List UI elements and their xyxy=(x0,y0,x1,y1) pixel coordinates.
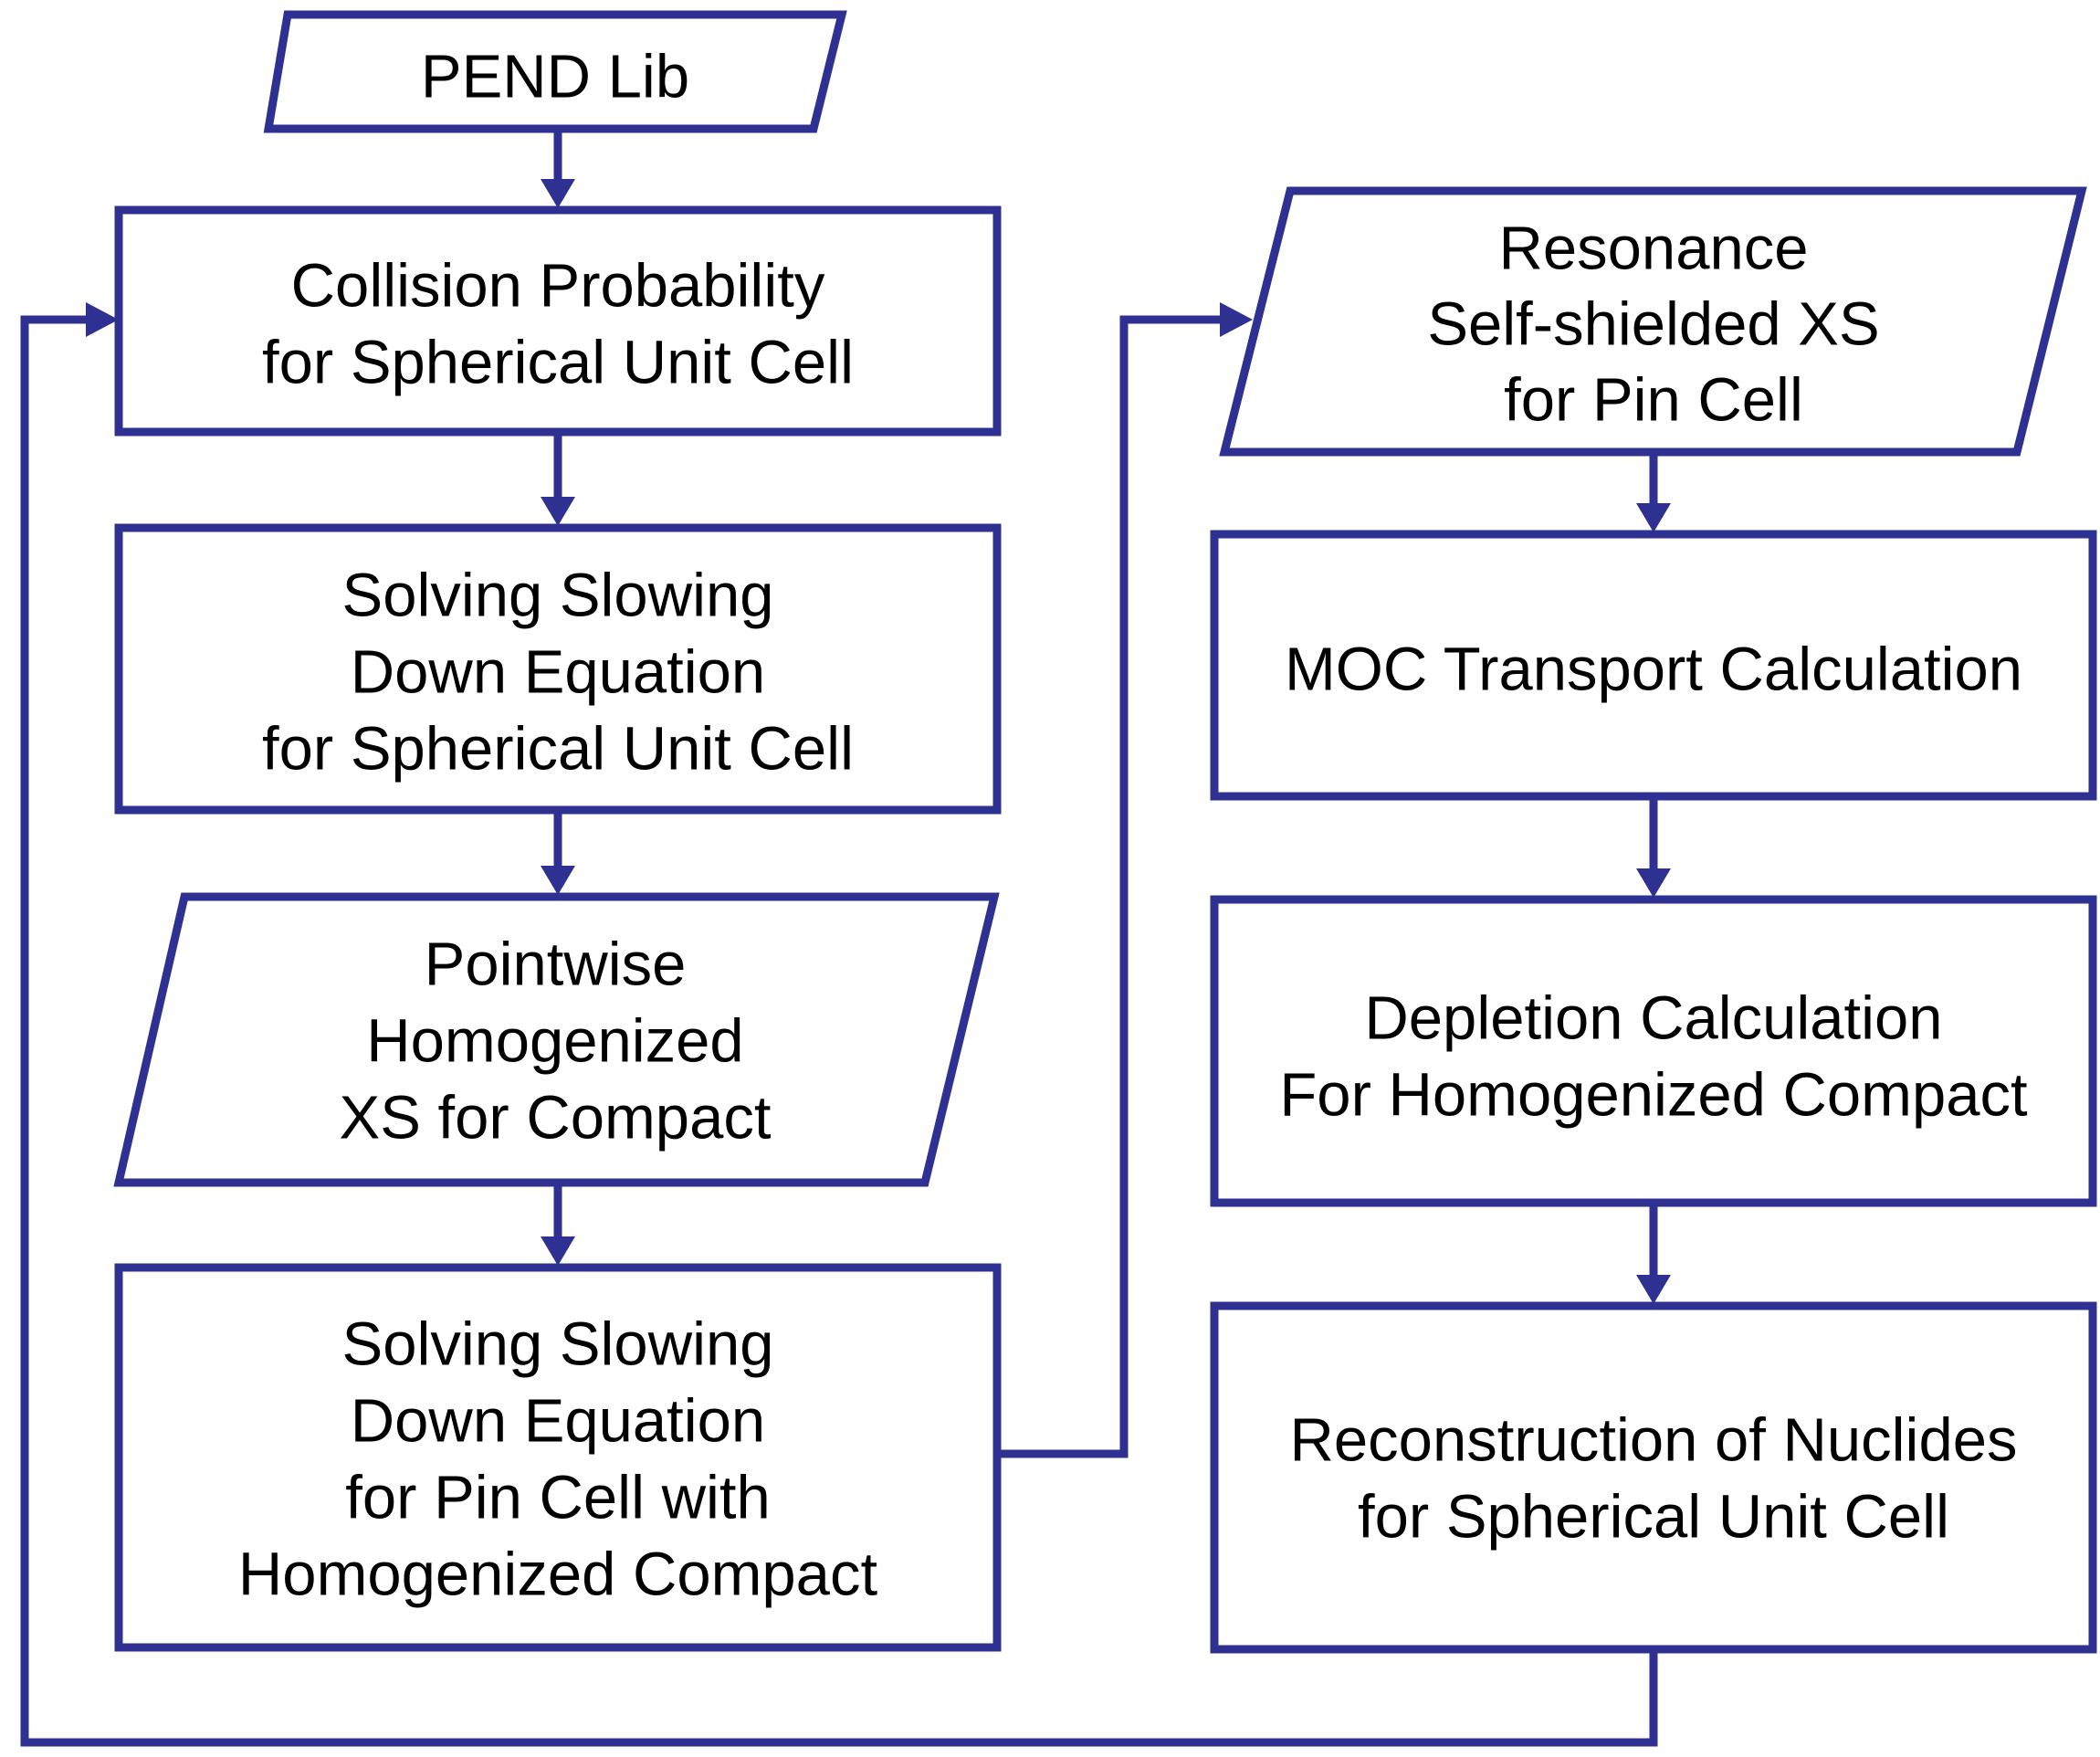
node-label: XS for Compact xyxy=(340,1084,772,1152)
node-label: MOC Transport Calculation xyxy=(1285,636,2022,704)
node-label: PEND Lib xyxy=(421,43,689,111)
node-label: for Pin Cell xyxy=(1504,366,1803,435)
node-label: Self-shielded XS xyxy=(1427,290,1879,359)
arrowhead-icon xyxy=(86,302,119,337)
node-label: for Pin Cell with xyxy=(345,1464,770,1532)
node-pend-lib: PEND Lib xyxy=(263,10,847,133)
node-label: Resonance xyxy=(1499,215,1809,283)
arrowhead-icon xyxy=(541,179,575,208)
node-label: Pointwise xyxy=(425,931,687,999)
arrowhead-icon xyxy=(541,866,575,895)
node-collision-probability: Collision Probability for Spherical Unit… xyxy=(114,205,1002,437)
node-resonance-xs: Resonance Self-shielded XS for Pin Cell xyxy=(1219,186,2087,457)
node-label: Solving Slowing xyxy=(342,1310,774,1379)
node-slowing-down-spherical: Solving Slowing Down Equation for Spheri… xyxy=(114,523,1002,815)
node-label: Collision Probability xyxy=(291,252,825,321)
node-depletion: Depletion Calculation For Homogenized Co… xyxy=(1210,895,2097,1207)
node-label: for Spherical Unit Cell xyxy=(1358,1483,1949,1552)
node-label: Down Equation xyxy=(351,1387,765,1456)
node-reconstruction: Reconstruction of Nuclides for Spherical… xyxy=(1210,1301,2097,1654)
node-label: Homogenized Compact xyxy=(238,1541,878,1609)
connectors xyxy=(20,129,1671,1747)
node-label: for Spherical Unit Cell xyxy=(262,715,854,784)
node-label: for Spherical Unit Cell xyxy=(262,329,854,397)
node-label: Reconstruction of Nuclides xyxy=(1290,1406,2018,1475)
node-label: For Homogenized Compact xyxy=(1279,1061,2028,1130)
node-moc-transport: MOC Transport Calculation xyxy=(1210,530,2097,801)
arrowhead-icon xyxy=(541,1236,575,1266)
arrowhead-icon xyxy=(541,497,575,526)
edge-slowing-pin-to-resonance xyxy=(997,315,1223,1458)
node-label: Solving Slowing xyxy=(342,562,774,630)
arrowhead-icon xyxy=(1636,868,1671,898)
node-slowing-down-pin: Solving Slowing Down Equation for Pin Ce… xyxy=(114,1263,1002,1652)
node-pointwise-xs: Pointwise Homogenized XS for Compact xyxy=(113,892,1000,1187)
arrowhead-icon xyxy=(1636,503,1671,532)
node-label: Homogenized xyxy=(366,1007,743,1076)
node-label: Down Equation xyxy=(351,638,765,707)
node-label: Depletion Calculation xyxy=(1364,984,1942,1053)
arrowhead-icon xyxy=(1220,302,1253,337)
edge-reconstruction-to-collision xyxy=(20,315,1658,1747)
arrowhead-icon xyxy=(1636,1275,1671,1304)
